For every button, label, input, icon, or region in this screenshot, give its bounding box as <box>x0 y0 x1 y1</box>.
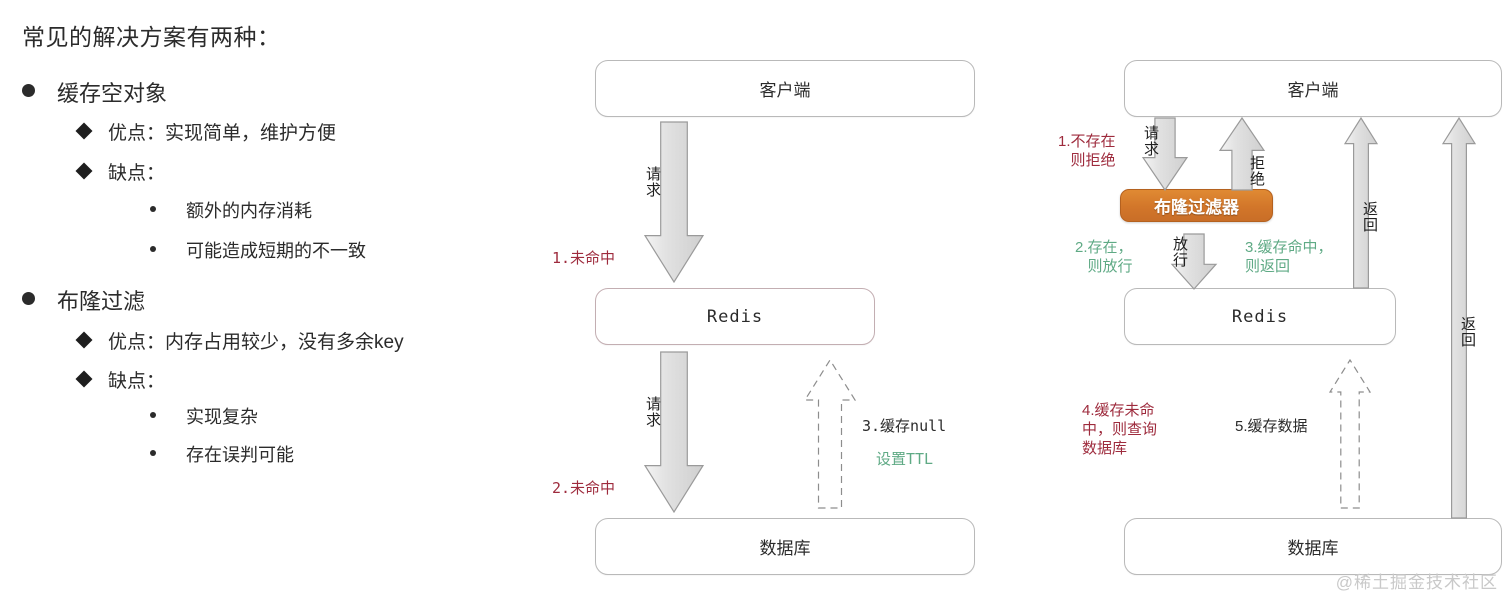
arrow-request-client-to-bloom: 请求 <box>1141 117 1189 192</box>
node-database: 数据库 <box>595 518 975 575</box>
node-client: 客户端 <box>1124 60 1502 117</box>
outline-item-6: 布隆过滤 <box>22 284 145 316</box>
note-4-miss: 4.缓存未命 中，则查询 数据库 <box>1082 402 1158 458</box>
arrow-label: 请求 <box>644 395 661 428</box>
outline-item-label: 缺点： <box>108 163 166 184</box>
node-label: Redis <box>1231 306 1289 327</box>
outline-item-5: 可能造成短期的不一致 <box>150 237 366 263</box>
arrow-return-db-to-client: 返回 <box>1441 116 1477 519</box>
watermark: @稀土掘金技术社区 <box>1335 573 1498 592</box>
dot-bullet-icon <box>150 450 156 456</box>
outline-item-8: 缺点： <box>75 366 166 393</box>
outline-item-label: 可能造成短期的不一致 <box>186 241 366 261</box>
outline-item-10: 存在误判可能 <box>150 441 294 467</box>
note-3-hit: 3.缓存命中， 则返回 <box>1245 239 1333 276</box>
node-label: 数据库 <box>759 539 811 558</box>
outline-item-4: 额外的内存消耗 <box>150 197 312 223</box>
dot-bullet-icon <box>150 246 156 252</box>
outline-item-label: 额外的内存消耗 <box>186 201 312 221</box>
arrow-label: 请求 <box>644 165 661 198</box>
arrow-label: 请求 <box>1142 124 1159 157</box>
note-1-miss: 1.未命中 <box>552 249 616 267</box>
note-1-reject: 1.不存在 则拒绝 <box>1058 133 1116 170</box>
outline-item-2: 优点：实现简单，维护方便 <box>75 118 337 145</box>
outline-item-9: 实现复杂 <box>150 403 258 429</box>
disc-bullet-icon <box>22 84 35 97</box>
outline-item-1: 缓存空对象 <box>22 76 167 108</box>
arrow-cache-null-db-to-redis <box>803 358 857 509</box>
node-redis: Redis <box>1124 288 1396 345</box>
outline-item-label: 存在误判可能 <box>186 445 294 465</box>
outline-item-3: 缺点： <box>75 158 166 185</box>
node-database: 数据库 <box>1124 518 1502 575</box>
node-label: 布隆过滤器 <box>1154 198 1239 217</box>
outline-item-label: 优点：内存占用较少，没有多余key <box>108 332 404 353</box>
node-bloom: 布隆过滤器 <box>1120 189 1273 222</box>
note-2-pass: 2.存在， 则放行 <box>1075 239 1133 276</box>
arrow-label: 拒绝 <box>1248 155 1265 188</box>
arrow-label: 放行 <box>1171 236 1188 269</box>
node-label: 数据库 <box>1287 539 1339 558</box>
outline-item-label: 布隆过滤 <box>57 289 146 314</box>
dot-bullet-icon <box>150 412 156 418</box>
node-label: 客户端 <box>1287 81 1339 100</box>
page-title: 常见的解决方案有两种： <box>22 24 281 50</box>
arrow-pass-bloom-to-redis: 放行 <box>1170 233 1218 290</box>
arrow-label: 返回 <box>1361 200 1378 233</box>
node-label: Redis <box>706 306 764 327</box>
arrow-label: 返回 <box>1459 315 1476 348</box>
note-3-cache-null: 3.缓存null <box>862 417 947 435</box>
arrow-reject-bloom-to-client: 拒绝 <box>1218 116 1266 191</box>
outline-item-label: 缓存空对象 <box>57 81 168 106</box>
node-label: 客户端 <box>759 81 811 100</box>
arrow-request-redis-to-db: 请求 <box>643 351 705 514</box>
outline-item-label: 实现复杂 <box>186 407 258 427</box>
node-redis: Redis <box>595 288 875 345</box>
arrow-cache-data-db-to-redis <box>1328 358 1372 509</box>
outline-item-label: 优点：实现简单，维护方便 <box>108 123 337 144</box>
arrow-request-client-to-redis: 请求 <box>643 121 705 284</box>
outline-panel: 常见的解决方案有两种： 缓存空对象优点：实现简单，维护方便缺点： 额外的内存消耗可… <box>0 0 560 599</box>
note-3-set-ttl: 设置TTL <box>876 450 934 468</box>
node-client: 客户端 <box>595 60 975 117</box>
disc-bullet-icon <box>22 292 35 305</box>
dot-bullet-icon <box>150 206 156 212</box>
note-5-cache-data: 5.缓存数据 <box>1235 418 1308 435</box>
outline-item-label: 缺点： <box>108 371 166 392</box>
note-2-miss: 2.未命中 <box>552 479 616 497</box>
outline-item-7: 优点：内存占用较少，没有多余key <box>75 327 404 354</box>
arrow-return-redis-to-client: 返回 <box>1343 116 1379 289</box>
